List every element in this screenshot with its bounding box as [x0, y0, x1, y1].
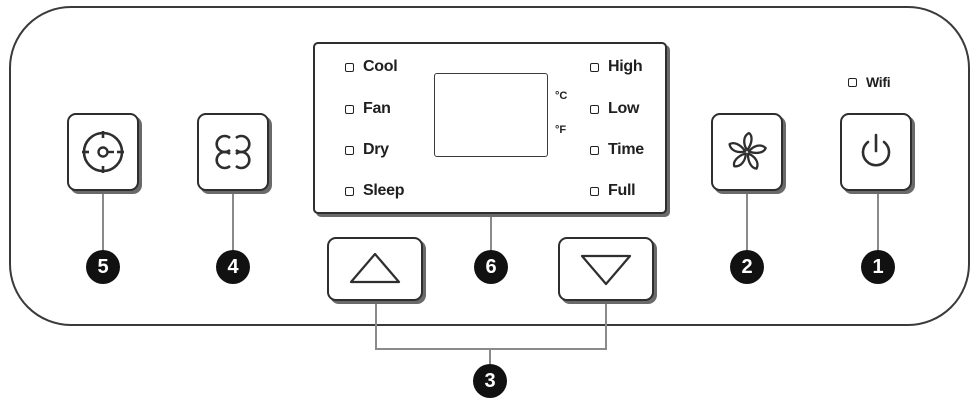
- indicator-high: High: [590, 57, 643, 77]
- indicator-led: [345, 145, 354, 155]
- power-icon: [861, 133, 891, 167]
- timer-button[interactable]: [67, 113, 139, 191]
- callout-power: 1: [861, 250, 895, 284]
- leader-mode: [232, 190, 234, 252]
- triangle-up-icon: [349, 252, 401, 284]
- callout-fan: 2: [730, 250, 764, 284]
- indicator-sleep: Sleep: [345, 181, 405, 201]
- callout-display: 6: [474, 250, 508, 284]
- indicator-fan: Fan: [345, 99, 391, 119]
- indicator-led: [590, 62, 599, 72]
- leader-fan: [746, 190, 748, 252]
- indicator-led: [590, 104, 599, 114]
- indicator-led: [590, 145, 599, 155]
- triangle-down-icon: [580, 254, 632, 286]
- indicator-led: [345, 186, 354, 196]
- leader-up: [375, 300, 377, 350]
- callout-timer: 5: [86, 250, 120, 284]
- indicator-full: Full: [590, 181, 636, 201]
- temperature-screen: [434, 73, 548, 157]
- fan-speed-button[interactable]: [711, 113, 783, 191]
- leader-arrows-bar: [375, 348, 607, 350]
- mode-button[interactable]: [197, 113, 269, 191]
- indicator-time: Time: [590, 140, 644, 160]
- unit-celsius: °C: [555, 90, 568, 102]
- indicator-led: [345, 104, 354, 114]
- callout-mode: 4: [216, 250, 250, 284]
- indicator-wifi: Wifi: [848, 72, 891, 92]
- indicator-led: [848, 77, 857, 87]
- leader-timer: [102, 190, 104, 252]
- leader-arrows-stem: [489, 348, 491, 364]
- unit-fahrenheit: °F: [555, 124, 567, 136]
- leader-down: [605, 300, 607, 350]
- leader-display: [490, 176, 492, 252]
- indicator-led: [345, 62, 354, 72]
- temp-down-button[interactable]: [558, 237, 654, 301]
- indicator-low: Low: [590, 99, 639, 119]
- leader-power: [877, 190, 879, 252]
- temp-up-button[interactable]: [327, 237, 423, 301]
- fan-icon: [728, 131, 767, 170]
- indicator-dry: Dry: [345, 140, 389, 160]
- power-button[interactable]: [840, 113, 912, 191]
- callout-arrows: 3: [473, 364, 507, 398]
- indicator-cool: Cool: [345, 57, 398, 77]
- indicator-led: [590, 186, 599, 196]
- mode-icon: [215, 134, 251, 170]
- timer-icon: [82, 131, 124, 173]
